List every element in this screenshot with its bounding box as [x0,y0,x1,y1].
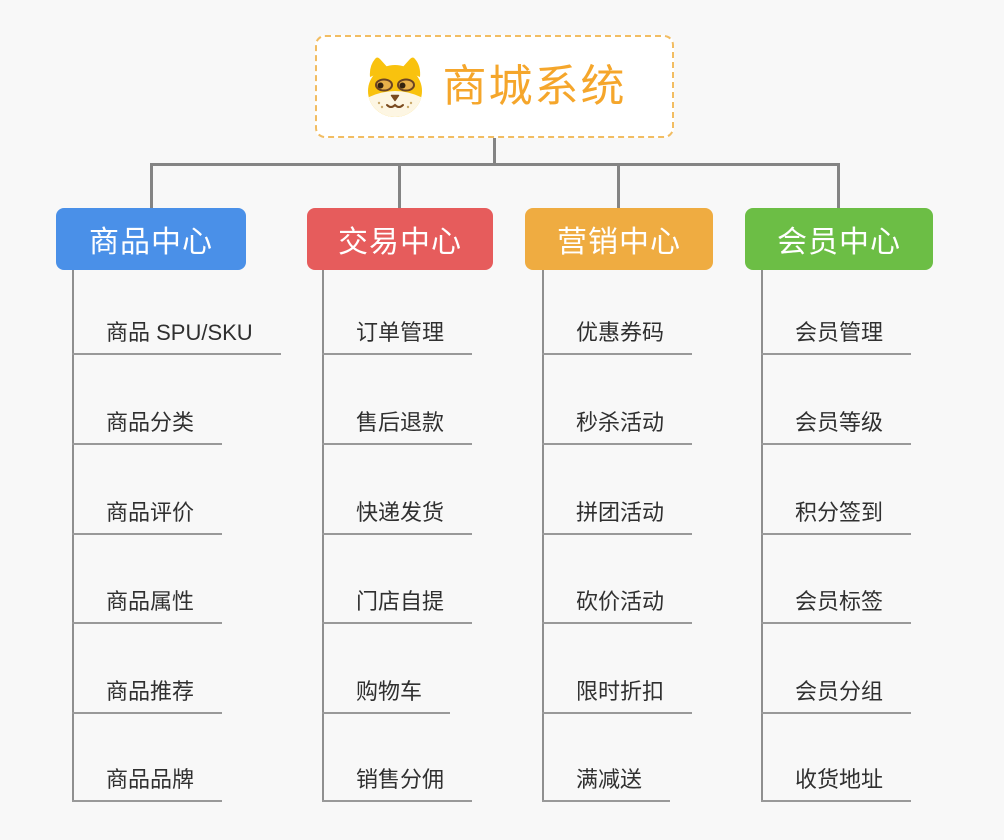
tree-item[interactable]: 订单管理 [322,318,473,355]
tree-item[interactable]: 会员分组 [761,677,912,714]
connector-drop-product [150,164,153,208]
tree-item[interactable]: 商品品牌 [72,765,223,802]
tree-item[interactable]: 销售分佣 [322,765,473,802]
connector-drop-member [837,164,840,208]
tree-item[interactable]: 积分签到 [761,498,912,535]
tree-item[interactable]: 门店自提 [322,587,473,624]
tree-item[interactable]: 满减送 [542,765,671,802]
column-line-trade [322,270,324,802]
tree-item[interactable]: 售后退款 [322,408,473,445]
tree-item[interactable]: 限时折扣 [542,677,693,714]
tree-item[interactable]: 拼团活动 [542,498,693,535]
dog-face-icon [367,57,422,117]
column-line-member [761,270,763,802]
connector-drop-marketing [617,164,620,208]
tree-item[interactable]: 秒杀活动 [542,408,693,445]
column-line-marketing [542,270,544,802]
tree-item[interactable]: 砍价活动 [542,587,693,624]
connector-rail [150,163,840,166]
tree-item[interactable]: 快递发货 [322,498,473,535]
root-title: 商城系统 [442,61,627,111]
tree-item[interactable]: 优惠券码 [542,318,693,355]
tree-item[interactable]: 会员等级 [761,408,912,445]
connector-drop-trade [398,164,401,208]
tree-item[interactable]: 商品推荐 [72,677,223,714]
tree-item[interactable]: 会员标签 [761,587,912,624]
tree-item[interactable]: 商品分类 [72,408,223,445]
tree-item[interactable]: 会员管理 [761,318,912,355]
branch-node-member-center[interactable]: 会员中心 [745,208,933,270]
tree-item[interactable]: 商品 SPU/SKU [72,318,281,355]
tree-item[interactable]: 收货地址 [761,765,912,802]
tree-item[interactable]: 购物车 [322,677,451,714]
tree-item[interactable]: 商品属性 [72,587,223,624]
connector-root-stem [493,138,496,165]
root-node[interactable]: 商城系统 [315,35,674,138]
branch-node-product-center[interactable]: 商品中心 [56,208,246,270]
column-line-product [72,270,74,802]
branch-node-marketing-center[interactable]: 营销中心 [525,208,713,270]
branch-node-trade-center[interactable]: 交易中心 [307,208,493,270]
tree-item[interactable]: 商品评价 [72,498,223,535]
